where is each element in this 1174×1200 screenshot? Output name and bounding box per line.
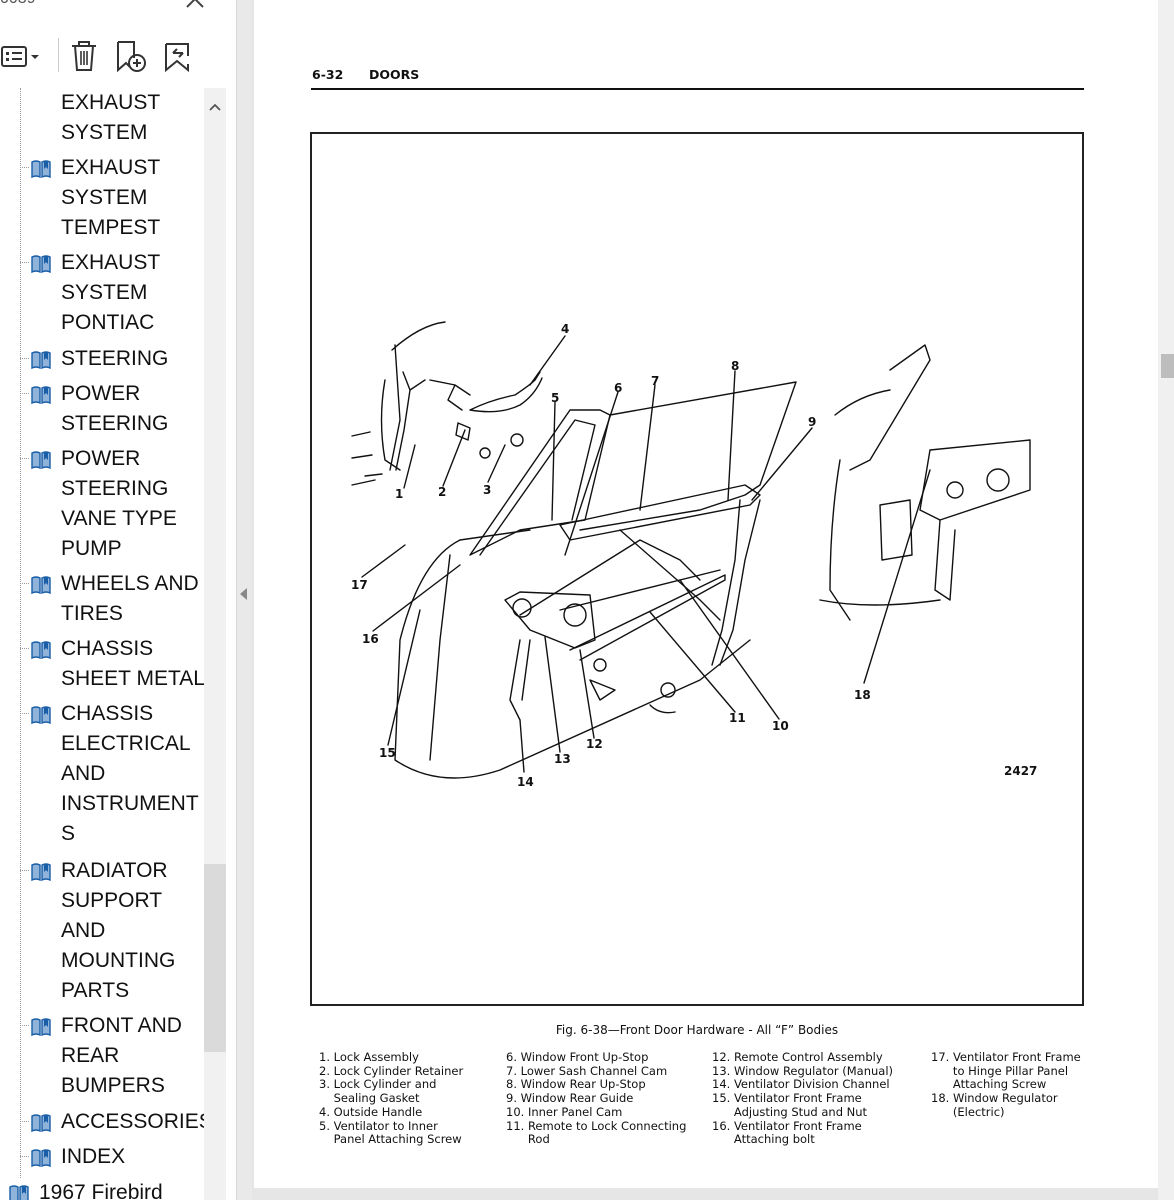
callout-16: 16 (362, 632, 379, 646)
delete-icon[interactable] (66, 36, 102, 76)
figure-caption: Fig. 6-38—Front Door Hardware - All “F” … (555, 1023, 839, 1037)
legend-column-4: 17. Ventilator Front Frame to Hinge Pill… (931, 1050, 1081, 1120)
bookmark-label: WHEELS AND TIRES (61, 572, 199, 625)
callout-12: 12 (586, 737, 603, 751)
figure-frame (310, 132, 1084, 1006)
bookmark-icon (31, 255, 51, 274)
bookmark-label: EXHAUST SYSTEM (61, 91, 161, 144)
bookmark-label: POWER STEERING VANE TYPE PUMP (61, 447, 177, 560)
bookmark-label: CHASSIS SHEET METAL (61, 637, 205, 690)
section-title: DOORS (369, 67, 420, 82)
callout-15: 15 (379, 746, 396, 760)
panel-splitter[interactable] (236, 0, 253, 1200)
legend-item: 8. Window Rear Up-Stop (506, 1077, 646, 1092)
bookmark-label: CHASSIS ELECTRICAL AND INSTRUMENT S (61, 702, 199, 845)
bookmark-label: INDEX (61, 1145, 126, 1168)
tree-connector (20, 88, 21, 1178)
legend-item: 15. Ventilator Front Frame Adjusting Stu… (712, 1091, 868, 1119)
document-scrollbar[interactable] (1158, 0, 1174, 1200)
legend-item: 6. Window Front Up-Stop (506, 1050, 649, 1064)
bookmark-icon (31, 351, 51, 370)
scroll-up-icon[interactable] (209, 102, 221, 112)
legend-item: 9. Window Rear Guide (506, 1091, 634, 1106)
legend-item: 1. Lock Assembly (319, 1050, 419, 1064)
callout-3: 3 (483, 483, 491, 497)
callout-6: 6 (614, 381, 622, 395)
document-scrollbar-thumb[interactable] (1161, 354, 1174, 378)
callout-13: 13 (554, 752, 571, 766)
callout-18: 18 (854, 688, 871, 702)
bookmark-label: EXHAUST SYSTEM PONTIAC (61, 251, 161, 334)
callout-10: 10 (772, 719, 789, 733)
bookmark-icon (31, 576, 51, 595)
bookmark-icon (31, 160, 51, 179)
bookmark-icon (31, 706, 51, 725)
add-bookmark-icon[interactable] (110, 36, 150, 76)
legend-item: 3. Lock Cylinder and Sealing Gasket (319, 1077, 437, 1106)
page-number: 6-32 (312, 67, 344, 82)
callout-1: 1 (395, 487, 403, 501)
bookmark-list: EXHAUST SYSTEM EXHAUST SYSTEM TEMPEST EX… (0, 88, 206, 1200)
legend-item: 18. Window Regulator (Electric) (931, 1091, 1058, 1119)
callout-9: 9 (808, 415, 816, 429)
legend-column-1: 1. Lock Assembly 2. Lock Cylinder Retain… (319, 1050, 464, 1147)
pdf-page (254, 0, 1158, 1188)
panel-title: 0039 (0, 0, 36, 8)
collapse-panel-icon[interactable] (240, 588, 247, 600)
bookmark-label: 1967 Firebird (39, 1181, 163, 1200)
bookmark-label: RADIATOR SUPPORT AND MOUNTING PARTS (61, 859, 176, 1002)
bookmark-label: STEERING (61, 347, 169, 370)
callout-17: 17 (351, 578, 368, 592)
callout-14: 14 (517, 775, 534, 789)
callout-4: 4 (561, 322, 569, 336)
legend-item: 14. Ventilator Division Channel (712, 1077, 890, 1092)
callout-11: 11 (729, 711, 746, 725)
panel-header: 0039 (0, 0, 236, 22)
legend-item: 4. Outside Handle (319, 1104, 423, 1119)
header-rule (311, 88, 1084, 90)
bookmark-icon (31, 641, 51, 660)
callout-2: 2 (438, 485, 446, 499)
legend-column-3: 12. Remote Control Assembly 13. Window R… (712, 1050, 894, 1147)
figure-number: 2427 (1004, 764, 1037, 778)
bookmark-icon (31, 1149, 51, 1168)
expand-bookmark-icon[interactable] (156, 36, 198, 76)
bookmark-icon (9, 1185, 29, 1200)
bookmark-label: EXHAUST SYSTEM TEMPEST (61, 156, 161, 239)
bookmark-label: POWER STEERING (61, 382, 169, 435)
bookmark-icon (31, 451, 51, 470)
close-icon[interactable] (184, 0, 206, 16)
legend-item: 10. Inner Panel Cam (506, 1104, 623, 1119)
bookmark-label: FRONT AND REAR BUMPERS (61, 1014, 182, 1097)
legend-item: 16. Ventilator Front Frame Attaching bol… (712, 1118, 862, 1147)
bookmark-label: ACCESSORIES (61, 1110, 206, 1133)
callout-8: 8 (731, 359, 739, 373)
bookmark-toolbar (0, 36, 236, 78)
bookmark-icon (31, 1018, 51, 1037)
bookmark-icon (31, 1114, 51, 1133)
toolbar-separator (58, 38, 59, 72)
legend-item: 7. Lower Sash Channel Cam (506, 1063, 668, 1078)
legend-item: 5. Ventilator to Inner Panel Attaching S… (319, 1118, 462, 1147)
legend-item: 12. Remote Control Assembly (712, 1050, 883, 1064)
bookmark-icon (31, 863, 51, 882)
bookmark-scrollbar-thumb[interactable] (204, 864, 226, 1052)
legend-item: 2. Lock Cylinder Retainer (319, 1063, 464, 1078)
legend-column-2: 6. Window Front Up-Stop 7. Lower Sash Ch… (506, 1050, 687, 1147)
callout-5: 5 (551, 391, 559, 405)
bookmarks-panel: 0039 EXHAUST SYSTEM (0, 0, 236, 1200)
bookmark-icon (31, 386, 51, 405)
legend-item: 13. Window Regulator (Manual) (712, 1063, 894, 1078)
bookmark-options-icon[interactable] (0, 36, 44, 76)
legend-item: 11. Remote to Lock Connecting Rod (506, 1118, 687, 1147)
callout-7: 7 (651, 374, 659, 388)
legend-item: 17. Ventilator Front Frame to Hinge Pill… (931, 1050, 1081, 1092)
